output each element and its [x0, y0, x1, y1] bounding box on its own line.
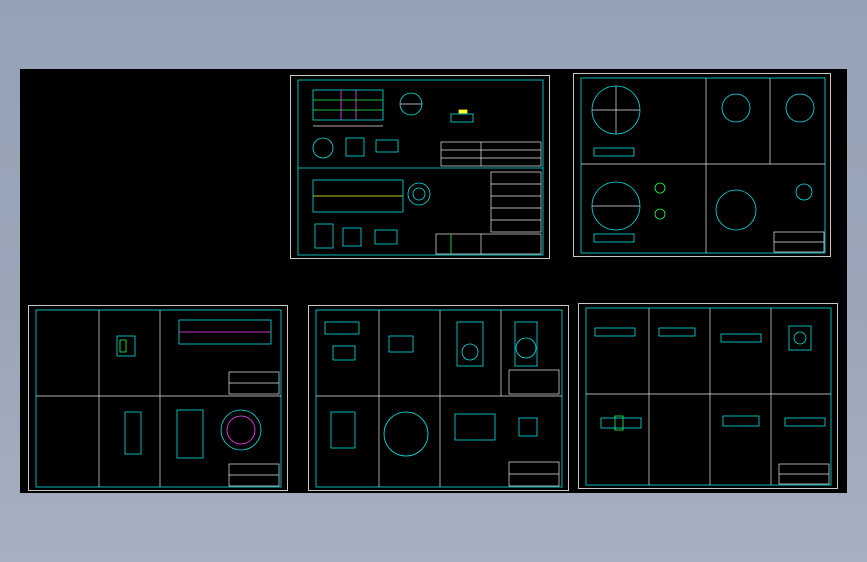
sheet-3-drawing [35, 309, 282, 488]
sheet-4-drawing [315, 309, 563, 488]
drawing-sheet-3[interactable] [28, 305, 288, 491]
drawing-sheet-2[interactable] [573, 73, 831, 257]
drawing-sheet-4[interactable] [308, 305, 569, 491]
sheet-5-drawing [585, 307, 832, 486]
model-space-canvas[interactable] [20, 69, 847, 493]
drawing-sheet-1[interactable] [290, 75, 550, 259]
sheet-1-drawing [297, 79, 544, 256]
sheet-2-drawing [580, 77, 826, 254]
drawing-sheet-5[interactable] [578, 303, 838, 489]
